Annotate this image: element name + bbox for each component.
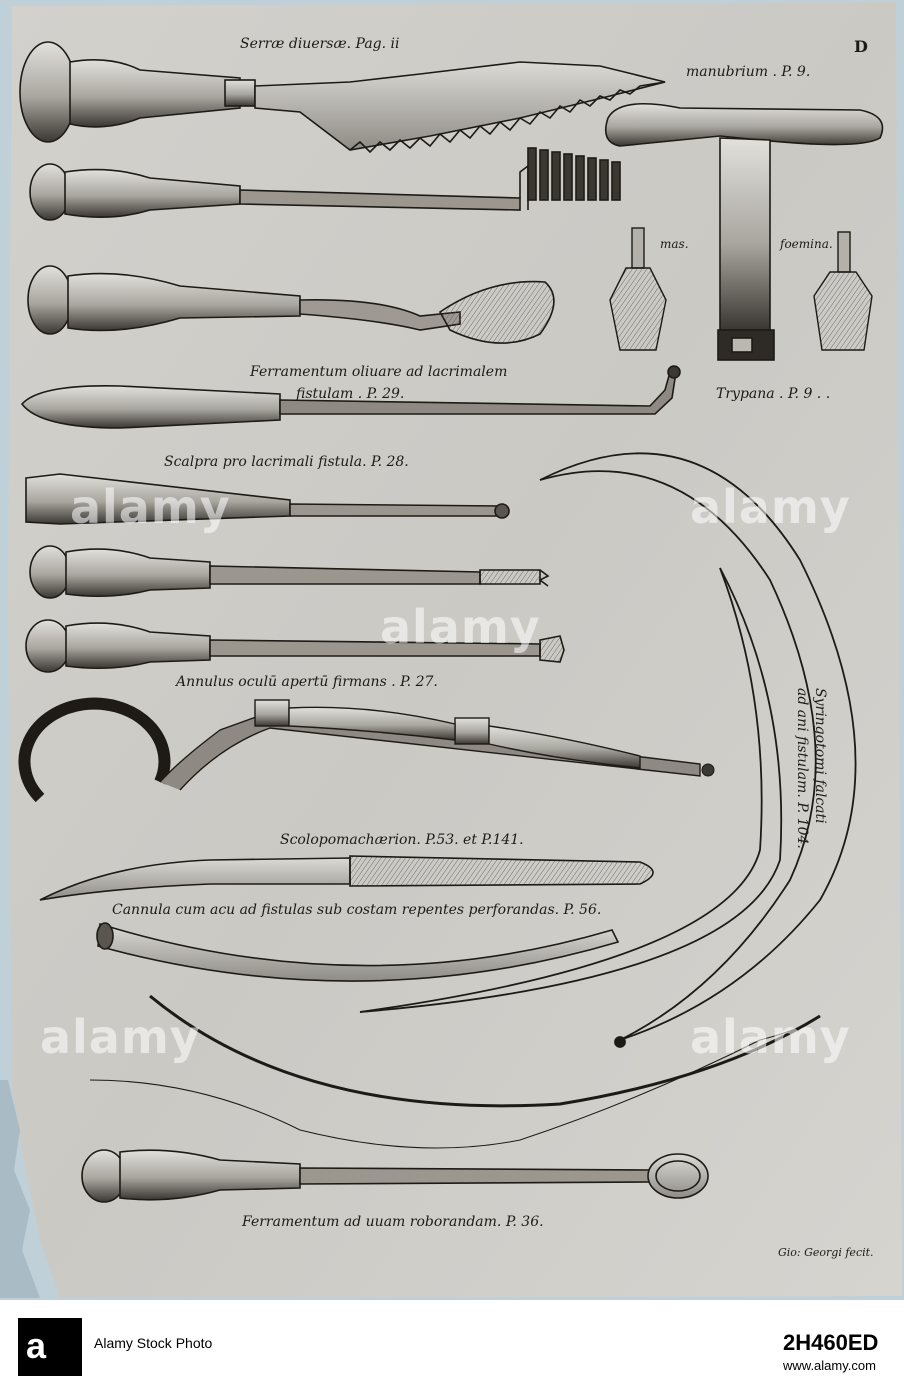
label-trypana: Trypana . P. 9 . . (716, 386, 830, 402)
saw-tool (19, 41, 666, 154)
trephine-t-handle (604, 103, 884, 361)
label-foemina: foemina. (779, 237, 833, 251)
label-ferramentum-oliuare-1: Ferramentum oliuare ad lacrimalem (249, 364, 507, 380)
crown-point-tool-1 (29, 545, 550, 599)
label-scolopomachaerion: Scolopomachærion. P.53. et P.141. (280, 832, 524, 848)
engraving-plate: Serræ diuersæ. Pag. ii D manubrium . P. … (0, 0, 904, 1300)
label-ferramentum-uuam: Ferramentum ad uuam roborandam. P. 36. (241, 1214, 544, 1230)
watermark-brand-2: alamy (690, 1010, 851, 1064)
stock-url: www.alamy.com (783, 1358, 876, 1373)
alamy-logo-icon (18, 1318, 82, 1376)
watermark-brand-1: alamy (40, 1010, 201, 1064)
rake-tool (29, 147, 621, 221)
watermark-brand-5: alamy (690, 480, 851, 534)
corner-letter: D (854, 37, 868, 56)
watermark-brand-3: alamy (380, 600, 541, 654)
olive-scraper-tool (27, 265, 555, 344)
lacrimal-probe-tool (20, 365, 681, 429)
alamy-logo-letter: a (26, 1325, 47, 1366)
curved-needle-tool (89, 994, 821, 1149)
label-mas: mas. (660, 237, 689, 251)
stock-footer (0, 1300, 904, 1390)
image-id: 2H460ED (783, 1330, 879, 1355)
knife-tool (39, 855, 654, 901)
stock-caption: Alamy Stock Photo (94, 1335, 213, 1351)
label-signature: Gio: Georgi fecit. (778, 1246, 874, 1259)
trephine-crown-mas (609, 227, 667, 351)
crown-point-tool-2 (25, 619, 565, 673)
watermark-brand-4: alamy (70, 480, 231, 534)
sickle-blade-outer (539, 452, 857, 1048)
eye-ring-tool (18, 697, 715, 803)
sickle-blade-inner (359, 567, 783, 1013)
torn-edge (0, 1080, 40, 1298)
label-syringotomi-1: Syringotomi falcati (812, 688, 828, 824)
label-manubrium: manubrium . P. 9. (686, 64, 810, 80)
uvula-spoon-tool (81, 1149, 709, 1203)
scalpra-tube-tool (25, 473, 510, 525)
cannula-tool (96, 922, 620, 982)
label-syringotomi-2: ad ani fistulam. P. 104. (794, 688, 810, 849)
labels: Serræ diuersæ. Pag. ii D manubrium . P. … (112, 36, 874, 1259)
label-serrae: Serræ diuersæ. Pag. ii (240, 36, 400, 52)
label-ferramentum-oliuare-2: fistulam . P. 29. (295, 386, 404, 402)
trephine-crown-foemina (813, 231, 873, 351)
label-annulus: Annulus oculū apertū firmans . P. 27. (174, 674, 438, 690)
label-cannula: Cannula cum acu ad fistulas sub costam r… (112, 902, 601, 918)
label-scalpra: Scalpra pro lacrimali fistula. P. 28. (164, 454, 409, 470)
